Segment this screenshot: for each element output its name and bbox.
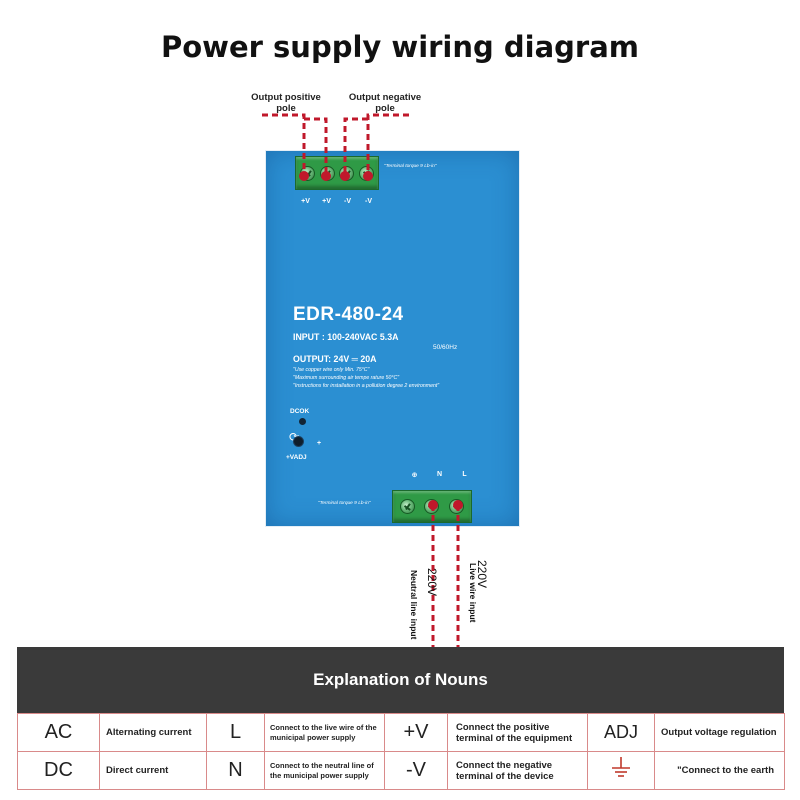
symbol-cell: DC (17, 751, 100, 790)
output-terminal-labels: +V +V -V -V (295, 198, 379, 205)
spec-note: "Maximum surrounding air tempe rature 50… (293, 375, 400, 381)
terminal-dot (363, 171, 373, 181)
callout-line: pole (375, 103, 395, 114)
symbol-cell: L (206, 713, 265, 752)
symbol-cell: AC (17, 713, 100, 752)
description-cell: Alternating current (99, 713, 207, 752)
output-negative-callout: Output negative pole (342, 92, 428, 114)
output-negative-wire-1 (366, 113, 409, 176)
symbol-cell: N (206, 751, 265, 790)
symbol-cell: -V (384, 751, 448, 790)
callout-line: Output positive (251, 92, 321, 103)
callout-line: Output negative (348, 92, 422, 103)
terminal-label: +V (322, 198, 331, 205)
terminal-label: -V (344, 198, 351, 205)
earth-icon (612, 756, 630, 777)
page-title: Power supply wiring diagram (161, 30, 639, 64)
output-positive-wire-2 (304, 117, 328, 176)
output-negative-wire-2 (343, 117, 368, 176)
table-row: DC Direct current N Connect to the neutr… (17, 751, 785, 790)
terminal-dot (299, 171, 309, 181)
output-spec: OUTPUT: 24V ═ 20A (293, 354, 377, 364)
dcok-led-icon (299, 418, 306, 425)
live-symbol-label: L (462, 471, 467, 478)
neutral-voltage-label: 220V (425, 568, 439, 597)
nouns-heading: Explanation of Nouns (17, 647, 784, 713)
top-torque-note: "Terminal torque 9 Lb-in" (384, 164, 437, 169)
description-cell: Connect the positive terminal of the equ… (447, 713, 588, 752)
neutral-wire-label: Neutral line input (409, 570, 419, 640)
description-cell: Connect to the neutral line of the munic… (264, 751, 385, 790)
spec-note: "Instructions for installation in a poll… (293, 383, 440, 389)
description-cell: Connect the negative terminal of the dev… (447, 751, 588, 790)
terminal-label: +V (301, 198, 310, 205)
input-spec: INPUT : 100-240VAC 5.3A (293, 332, 399, 342)
description-cell: Direct current (99, 751, 207, 790)
live-voltage-label: 220V (475, 560, 489, 589)
description-cell: Output voltage regulation (654, 713, 785, 752)
symbol-cell: +V (384, 713, 448, 752)
model-number: EDR-480-24 (293, 304, 404, 325)
output-positive-wire-1 (262, 113, 306, 176)
nouns-table: AC Alternating current L Connect to the … (17, 713, 785, 790)
input-terminal-labels: ⊕ N L (402, 471, 477, 479)
vadj-plus-mark: + (317, 440, 322, 447)
earth-icon-cell (587, 751, 655, 790)
description-cell: "Connect to the earth (654, 751, 785, 790)
terminal-label: -V (365, 198, 372, 205)
terminal-dot (453, 500, 463, 510)
terminal-dot (340, 171, 350, 181)
callout-line: pole (276, 103, 296, 114)
output-positive-callout: Output positive pole (243, 92, 329, 114)
dcok-label: DCOK (290, 408, 310, 415)
screw-icon (399, 499, 415, 514)
symbol-cell: ADJ (587, 713, 655, 752)
terminal-dot (321, 171, 331, 181)
spec-note: "Use copper wire only Min. 75°C" (293, 367, 370, 373)
description-cell: Connect to the live wire of the municipa… (264, 713, 385, 752)
terminal-dot (428, 500, 438, 510)
voltage-adjust-knob[interactable] (293, 436, 304, 447)
earth-symbol-label: ⊕ (411, 472, 418, 479)
neutral-symbol-label: N (436, 471, 443, 478)
vadj-label: +VADJ (286, 454, 307, 461)
nouns-panel: Explanation of Nouns AC Alternating curr… (17, 647, 785, 800)
bottom-torque-note: "Terminal torque 9 Lb-in" (318, 501, 371, 506)
table-row: AC Alternating current L Connect to the … (17, 713, 785, 752)
frequency-spec: 50/60Hz (433, 344, 458, 351)
